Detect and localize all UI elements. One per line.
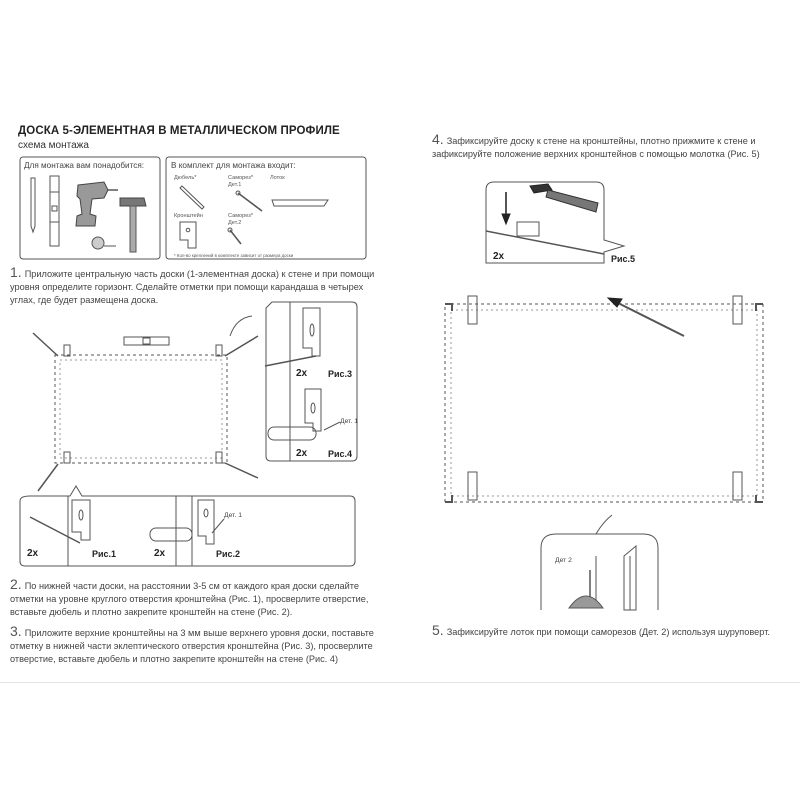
fig3-label: Рис.3 [328, 369, 353, 379]
pencil-icon [30, 177, 36, 234]
page-divider [0, 682, 800, 683]
page-title: ДОСКА 5-ЭЛЕМЕНТНАЯ В МЕТАЛЛИЧЕСКОМ ПРОФИ… [18, 125, 340, 137]
bracket-icon [179, 221, 197, 249]
tray-icon [271, 199, 329, 207]
tape-measure-icon [91, 236, 116, 250]
screw-icon [235, 190, 263, 212]
board-outline [54, 354, 228, 464]
fig4-count: 2x [296, 448, 308, 459]
step-4-text: 4.Зафиксируйте доску к стене на кронштей… [432, 131, 760, 159]
kit-footnote: * Кол-во креплений в комплекте зависит о… [174, 253, 294, 258]
hammer-icon [529, 183, 599, 213]
fig2-count: 2x [154, 548, 166, 559]
fig5-label: Рис.5 [611, 254, 636, 264]
kit-box [165, 156, 367, 260]
fig5-count: 2x [493, 251, 505, 262]
fig4-label: Рис.4 [328, 449, 353, 459]
fig1-count: 2x [27, 548, 39, 559]
fig2-label: Рис.2 [216, 549, 241, 559]
kit-tray-label: Лоток [270, 175, 285, 181]
level-tool [123, 336, 170, 346]
kit-box-label: В комплект для монтажа входит: [171, 161, 296, 170]
kit-dowel-label: Дюбель* [174, 175, 197, 181]
screw2-icon [227, 227, 242, 245]
kit-screw-label: Саморез* [228, 175, 254, 181]
kit-screw2-part-label: Дет.2 [228, 220, 242, 226]
fig2-part-label: Дет. 1 [224, 512, 243, 519]
step-3-text: 3.Приложите верхние кронштейны на 3 мм в… [10, 623, 374, 664]
drill-icon [75, 181, 118, 227]
step-5-text: 5.Зафиксируйте лоток при помощи саморезо… [432, 622, 770, 638]
fig-5-box [485, 181, 626, 264]
fig1-label: Рис.1 [92, 549, 117, 559]
kit-bracket-label: Кронштейн [174, 213, 203, 219]
kit-screw2-label: Саморез* [228, 213, 254, 219]
pencil-marks [32, 332, 259, 492]
fig6-part-label: Дет 2 [555, 557, 572, 564]
level-icon [49, 175, 60, 247]
tray-detail [540, 514, 659, 611]
kit-screw-part-label: Дет.1 [228, 182, 242, 188]
tools-box-label: Для монтажа вам понадобится: [24, 161, 145, 170]
hammer-icon [119, 197, 147, 253]
fig-1-2-box [19, 485, 356, 567]
fig4-part-label: Дет. 1 [340, 418, 359, 425]
fig3-count: 2x [296, 368, 308, 379]
step-1-text: 1.Приложите центральную часть доски (1-э… [10, 264, 375, 305]
large-board [444, 295, 764, 503]
step-2-text: 2.По нижней части доски, на расстоянии 3… [10, 576, 369, 617]
page-subtitle: схема монтажа [18, 140, 89, 151]
dowel-icon [179, 185, 205, 210]
fig-3-4-box [229, 301, 358, 462]
tools-box [19, 156, 161, 260]
